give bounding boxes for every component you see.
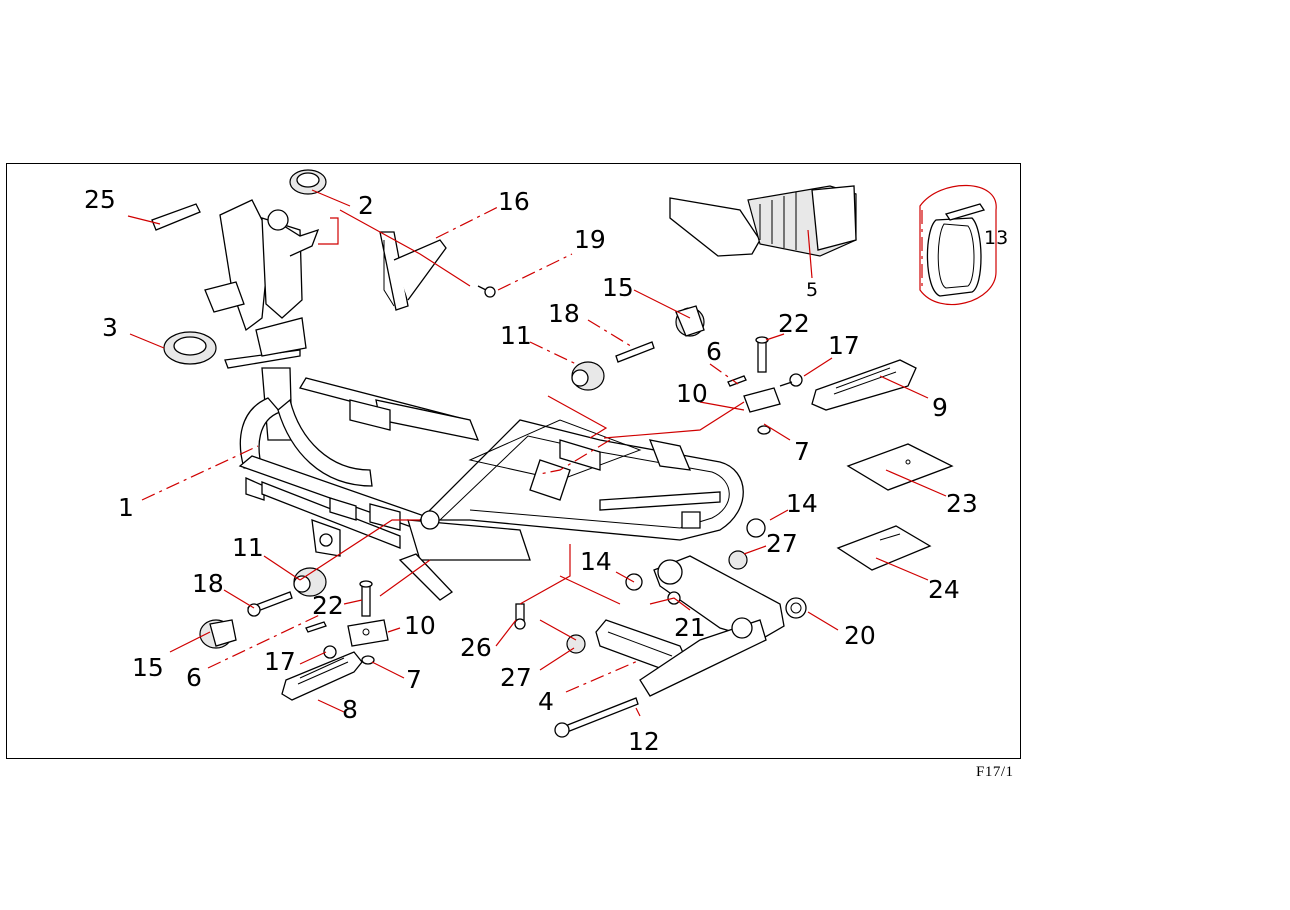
callout-15b: 15 [132,653,164,682]
callout-17b: 17 [264,647,296,676]
part-17-bolt [323,373,803,659]
callout-15a: 15 [602,273,634,302]
callout-7a: 7 [794,437,810,466]
callout-2: 2 [358,191,374,220]
callout-8: 8 [342,695,358,724]
callout-12: 12 [628,727,660,756]
figure-code: F17/1 [976,764,1014,780]
part-26-screw [514,603,526,630]
callout-14a: 14 [786,489,818,518]
callout-25: 25 [84,185,116,214]
callout-22b: 22 [312,591,344,620]
callout-6b: 6 [186,663,202,692]
callout-10a: 10 [676,379,708,408]
callout-labels: 25 2 16 19 3 15 18 11 22 6 17 10 9 7 1 5… [84,185,1008,756]
callout-7b: 7 [406,665,422,694]
part-25-clip [151,203,201,231]
callout-16: 16 [498,187,530,216]
part-9-footrest [811,359,917,411]
part-swing-arm-4-20-21 [595,555,785,697]
part-19-screw [477,285,496,298]
callout-13: 13 [984,227,1008,249]
callout-5: 5 [806,279,818,301]
callout-3: 3 [102,313,118,342]
part-13-clamp [926,203,986,297]
part-2-ring [289,169,327,195]
part-24-pad [836,525,932,571]
part-22-pin [359,336,769,617]
callout-19: 19 [574,225,606,254]
callout-26: 26 [460,633,492,662]
callout-18a: 18 [548,299,580,328]
callout-9: 9 [932,393,948,422]
part-20-nut [785,597,807,619]
part-15-bush [199,305,705,649]
callout-11a: 11 [500,321,532,350]
callout-4: 4 [538,687,554,716]
part-18-bolt [247,341,655,617]
main-frame-part [204,199,744,601]
leader-lines [127,184,997,717]
callout-23: 23 [946,489,978,518]
part-12-long-bolt [554,697,639,738]
callout-11b: 11 [232,533,264,562]
callout-20: 20 [844,621,876,650]
callout-17a: 17 [828,331,860,360]
callout-24: 24 [928,575,960,604]
callout-6a: 6 [706,337,722,366]
callout-18b: 18 [192,569,224,598]
part-16-bracket [379,231,447,311]
part-5-intake-hose [669,185,857,257]
part-7-washer [361,425,771,665]
callout-21: 21 [674,613,706,642]
callout-10b: 10 [404,611,436,640]
callout-27b: 27 [500,663,532,692]
part-8-footrest [281,651,363,701]
part-14-27-bushes [566,518,766,654]
callout-14b: 14 [580,547,612,576]
part-10-holder [347,387,781,647]
callout-22a: 22 [778,309,810,338]
part-6-cotter [305,375,747,633]
part-11-bush [293,361,605,597]
part-3-ring [163,331,217,365]
callout-27a: 27 [766,529,798,558]
part-23-pad [846,443,954,491]
diagram-frame [6,163,1021,759]
callout-1: 1 [118,493,134,522]
